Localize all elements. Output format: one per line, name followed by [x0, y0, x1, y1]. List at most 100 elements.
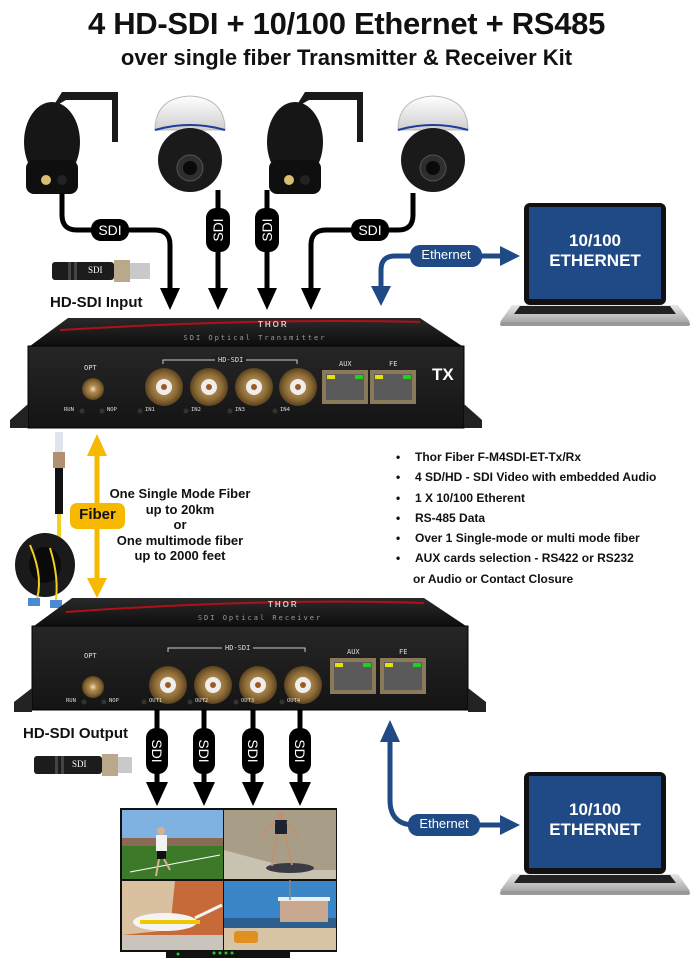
sdi-cable-label-2: SDI	[210, 218, 226, 242]
rx-led-run: RUN	[66, 698, 76, 704]
arrow-up-icon	[380, 720, 400, 742]
sdi-connector-top	[52, 260, 150, 282]
fiber-connector	[53, 432, 65, 544]
bullet-icon: •	[396, 551, 401, 566]
ethernet-link-top	[371, 245, 520, 306]
sdi-arrows-top	[160, 288, 321, 310]
sdi-cable-label-4: SDI	[358, 222, 382, 238]
diagram-subtitle: over single fiber Transmitter & Receiver…	[120, 45, 573, 70]
arrow-down-icon	[242, 782, 264, 806]
tx-port-in4: IN4	[280, 407, 290, 413]
rx-led-nop: NOP	[109, 698, 119, 704]
arrow-down-icon	[208, 288, 228, 310]
ethernet-link-bottom	[380, 720, 520, 836]
bullet-icon: •	[396, 531, 401, 546]
feature-text: RS-485 Data	[415, 510, 486, 525]
tx-led-run: RUN	[64, 407, 74, 413]
arrow-up-icon	[87, 434, 107, 456]
feature-item: • RS-485 Data	[393, 508, 656, 528]
tx-port-in2: IN2	[191, 407, 201, 413]
feature-text: AUX cards selection - RS422 or RS232	[415, 551, 634, 566]
bullet-icon: •	[396, 450, 401, 464]
rx-aux-label: AUX	[347, 648, 360, 656]
arrow-right-icon	[500, 815, 520, 835]
tx-top-label: SDI Optical Transmitter	[183, 334, 327, 342]
tile-skimboarder	[224, 810, 336, 879]
arrow-down-icon	[87, 578, 107, 598]
feature-text: Thor Fiber F-M4SDI-ET-Tx/Rx	[415, 450, 582, 464]
fiber-reel	[15, 533, 75, 608]
rx-port-out1: OUT1	[149, 698, 163, 704]
laptop-bottom	[500, 772, 690, 895]
laptop-screen-top: 10/100 ETHERNET	[529, 231, 661, 271]
feature-item: • AUX cards selection - RS422 or RS232	[393, 548, 656, 568]
feature-continuation: or Audio or Contact Closure	[413, 571, 574, 586]
laptop-text-line: ETHERNET	[549, 251, 641, 270]
rx-port-out4: OUT4	[287, 698, 301, 704]
ethernet-label-bottom: Ethernet	[419, 816, 469, 831]
rx-port-out2: OUT2	[195, 698, 209, 704]
arrow-down-icon	[301, 288, 321, 310]
tile-soccer-player	[122, 810, 223, 879]
diagram-title: 4 HD-SDI + 10/100 Ethernet + RS485	[87, 6, 606, 41]
tx-aux-label: AUX	[339, 360, 352, 368]
dome-camera-2	[397, 95, 469, 192]
fiber-desc-line: up to 2000 feet	[134, 548, 226, 563]
fiber-description: One Single Mode Fiber up to 20km or One …	[100, 486, 260, 564]
rx-hdsdi-label: HD-SDI	[222, 644, 254, 652]
sdi-connector-label-bottom: SDI	[72, 759, 87, 769]
tx-brand: THOR	[258, 320, 289, 329]
arrow-down-icon	[257, 288, 277, 310]
ptz-camera-2	[267, 92, 363, 194]
fiber-desc-line: up to 20km	[145, 501, 215, 517]
feature-item: • Thor Fiber F-M4SDI-ET-Tx/Rx	[393, 447, 656, 467]
fiber-desc-line: One Single Mode Fiber	[109, 486, 251, 501]
hd-sdi-output-label: HD-SDI Output	[23, 725, 128, 742]
fiber-link	[70, 434, 125, 598]
bullet-icon: •	[396, 510, 401, 525]
sdi-out-label-1: SDI	[149, 739, 165, 763]
sdi-out-label-4: SDI	[292, 739, 308, 763]
hd-sdi-input-label: HD-SDI Input	[50, 294, 143, 311]
feature-text: Over 1 Single-mode or multi mode fiber	[415, 531, 640, 546]
receiver-device	[14, 598, 486, 712]
tx-port-in3: IN3	[235, 407, 245, 413]
rx-fe-label: FE	[399, 648, 408, 656]
tile-lifeguard-tower	[224, 880, 336, 950]
feature-text: 4 SD/HD - SDI Video with embedded Audio	[415, 470, 657, 485]
sdi-connector-label-top: SDI	[88, 265, 103, 275]
laptop-text-line: 10/100	[569, 800, 621, 819]
rx-top-label: SDI Optical Receiver	[197, 614, 323, 622]
rx-port-out3: OUT3	[241, 698, 255, 704]
sdi-out-label-2: SDI	[196, 739, 212, 763]
tx-fe-label: FE	[389, 360, 398, 368]
rx-opt-label: OPT	[84, 652, 97, 660]
tx-led-nop: NOP	[107, 407, 117, 413]
arrow-down-icon	[371, 286, 391, 306]
arrow-right-icon	[500, 246, 520, 266]
ethernet-label-top: Ethernet	[421, 247, 471, 262]
arrow-down-icon	[193, 782, 215, 806]
arrow-down-icon	[160, 288, 180, 310]
arrow-down-icon	[289, 782, 311, 806]
tx-port-in1: IN1	[145, 407, 155, 413]
bullet-icon: •	[396, 470, 401, 485]
laptop-text-line: ETHERNET	[549, 820, 641, 839]
arrow-down-icon	[146, 782, 168, 806]
laptop-text-line: 10/100	[569, 231, 621, 250]
rx-brand: THOR	[268, 600, 299, 609]
fiber-label: Fiber	[79, 506, 116, 523]
sdi-arrows-bottom	[146, 782, 311, 806]
feature-item: • Over 1 Single-mode or multi mode fiber	[393, 528, 656, 548]
feature-list: • Thor Fiber F-M4SDI-ET-Tx/Rx • 4 SD/HD - …	[393, 447, 656, 589]
tx-opt-label: OPT	[84, 364, 97, 372]
fiber-desc-line: One multimode fiber	[116, 532, 244, 548]
feature-item: •1 X 10/100 Etherent	[393, 488, 656, 508]
tile-rescue-helicopter	[122, 881, 223, 950]
dome-camera-1	[154, 95, 226, 192]
quad-monitor	[120, 808, 337, 958]
laptop-screen-bottom: 10/100 ETHERNET	[529, 800, 661, 840]
sdi-cables-bottom	[154, 710, 303, 785]
laptop-top	[500, 203, 690, 326]
feature-item: • 4 SD/HD - SDI Video with embedded Audio	[393, 467, 656, 487]
